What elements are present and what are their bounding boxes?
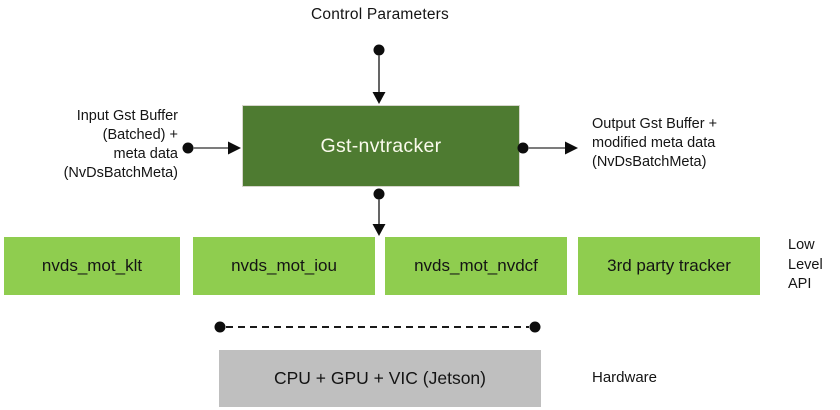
output-buffer-label-line: Output Gst Buffer + [592, 116, 718, 132]
dashed-connector-line [214, 321, 541, 333]
down-arrow-control-parameters-icon [372, 44, 386, 104]
right-arrow-output-icon [517, 141, 578, 155]
control-parameters-label: Control Parameters [311, 6, 449, 23]
low-level-api-label-line: API [788, 276, 812, 292]
module-box-nvds-mot-iou: nvds_mot_iou [193, 237, 375, 295]
gst-nvtracker-box-label: Gst-nvtracker [320, 134, 442, 157]
module-box-label: nvds_mot_klt [41, 256, 143, 275]
input-buffer-label-line: (NvDsBatchMeta) [63, 165, 178, 181]
output-buffer-label-line: (NvDsBatchMeta) [592, 154, 707, 170]
module-box-nvds-mot-nvdcf: nvds_mot_nvdcf [385, 237, 567, 295]
output-buffer-label-line: modified meta data [592, 135, 716, 151]
output-buffer-label: Output Gst Buffer + modified meta data (… [592, 115, 787, 172]
module-box-3rd-party-tracker: 3rd party tracker [578, 237, 760, 295]
low-level-api-label-line: Low [788, 237, 815, 253]
down-arrow-plugin-icon [372, 188, 386, 236]
gst-nvtracker-box: Gst-nvtracker [242, 105, 520, 187]
input-buffer-label-line: meta data [113, 146, 179, 162]
hardware-side-label: Hardware [592, 369, 658, 386]
input-buffer-label: Input Gst Buffer (Batched) + meta data (… [20, 107, 178, 183]
module-box-label: nvds_mot_iou [231, 256, 337, 275]
module-box-label: 3rd party tracker [607, 256, 731, 275]
low-level-api-label: Low Level API [788, 236, 838, 295]
hardware-box-label: CPU + GPU + VIC (Jetson) [273, 368, 486, 388]
module-box-nvds-mot-klt: nvds_mot_klt [4, 237, 180, 295]
right-arrow-input-icon [182, 141, 241, 155]
hardware-box: CPU + GPU + VIC (Jetson) [219, 350, 541, 407]
input-buffer-label-line: Input Gst Buffer [76, 108, 178, 124]
low-level-api-label-line: Level [788, 256, 823, 273]
module-box-label: nvds_mot_nvdcf [414, 256, 538, 275]
input-buffer-label-line: (Batched) + [102, 127, 178, 143]
